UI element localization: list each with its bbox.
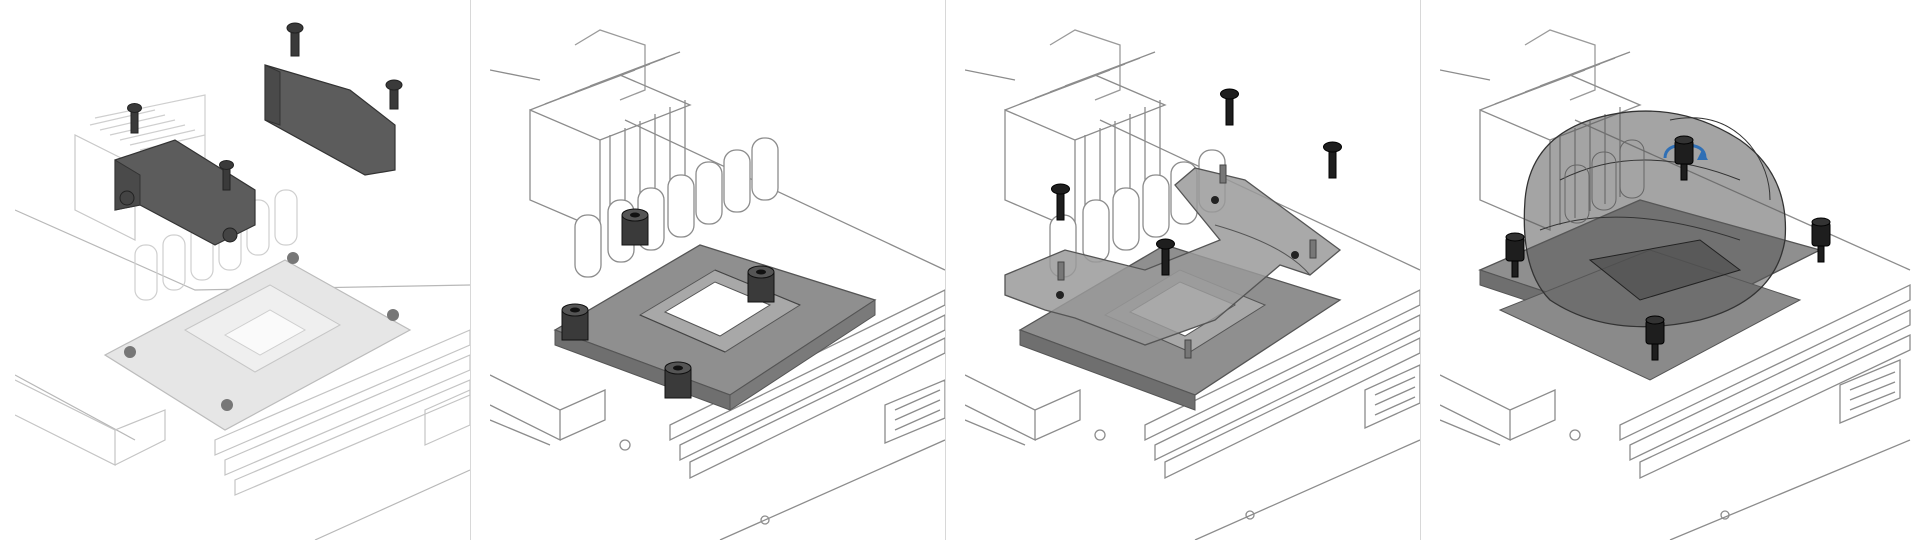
ram-slots (214, 329, 470, 496)
power-connector (1839, 359, 1901, 424)
step-3-panel (965, 0, 1420, 540)
backplate (103, 252, 412, 431)
thumbscrew (1505, 232, 1525, 278)
screw (385, 79, 403, 110)
cpu-socket (553, 244, 877, 411)
standoff (561, 303, 589, 341)
screw (127, 103, 142, 134)
screw (219, 160, 234, 191)
capacitors (134, 189, 298, 301)
backplate-hole (124, 346, 136, 358)
panel-divider (470, 0, 471, 540)
pcie-slot (15, 379, 166, 466)
backplate-hole (387, 309, 399, 321)
retention-bracket-right (264, 64, 396, 176)
step-2-panel (490, 0, 945, 540)
panel-divider (945, 0, 946, 540)
pcie-slot (965, 374, 1081, 442)
step-1-panel (15, 0, 470, 540)
heatsink (1004, 51, 1167, 231)
pcie-slot (490, 374, 606, 442)
screw (286, 22, 304, 57)
step-2-illustration (490, 29, 945, 540)
heatsink (529, 51, 692, 231)
backplate-hole (287, 252, 299, 264)
screw (1051, 183, 1070, 221)
step-4-panel (1440, 0, 1920, 540)
standoff (664, 361, 692, 399)
step-3-illustration (965, 29, 1420, 540)
power-connector (424, 389, 470, 446)
pcie-slot (1440, 374, 1556, 442)
screw (1220, 88, 1239, 126)
thumbscrew (1645, 315, 1665, 361)
thumbscrew (1674, 135, 1694, 181)
ram-slots (669, 289, 945, 480)
capacitors (1564, 139, 1645, 224)
cooler-pump (1523, 110, 1787, 328)
capacitors (574, 137, 779, 278)
standoff (747, 265, 775, 303)
ram-slots (1144, 289, 1420, 480)
backplate-hole (221, 399, 233, 411)
ram-slots (1619, 283, 1911, 480)
panel-divider (1420, 0, 1421, 540)
screw (1323, 141, 1342, 179)
retention-bracket-left (114, 139, 256, 246)
mounting-plate (1004, 164, 1342, 359)
step-1-illustration (15, 22, 470, 540)
power-connector (884, 379, 945, 444)
screw (1156, 238, 1175, 276)
thumbscrew (1811, 217, 1831, 263)
step-4-illustration (1440, 29, 1911, 540)
standoff (621, 208, 649, 246)
power-connector (1364, 364, 1420, 430)
